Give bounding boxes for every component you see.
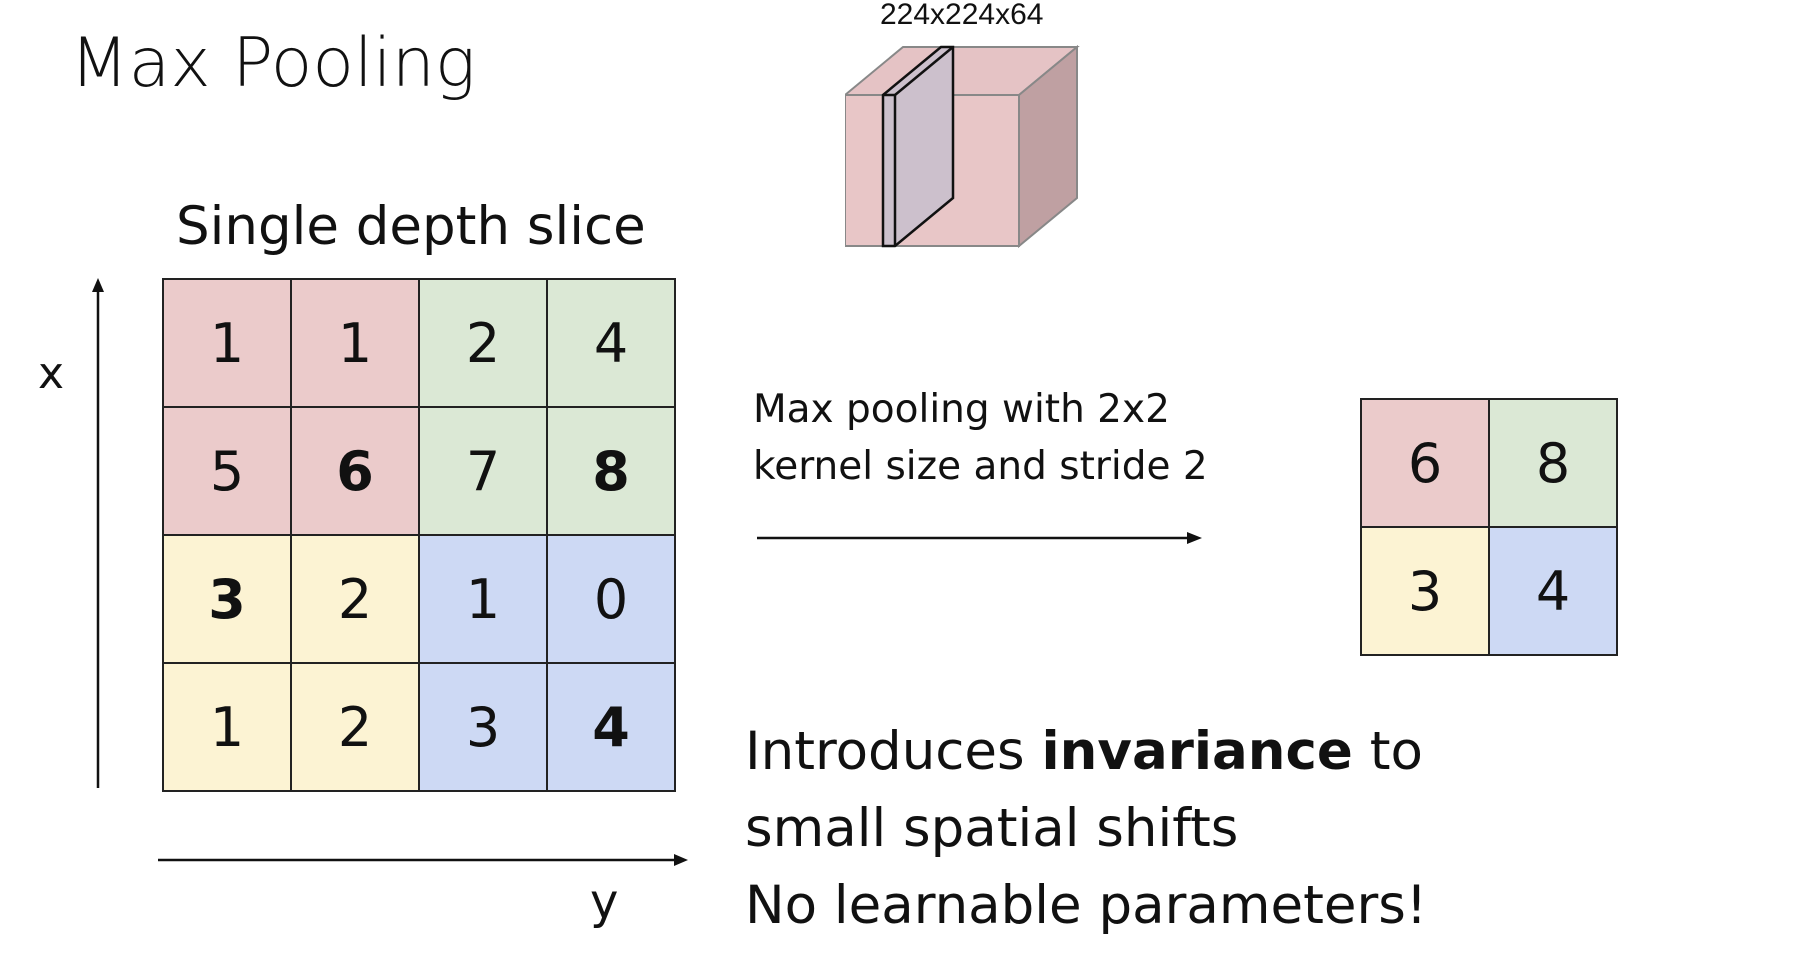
x-axis-arrow (92, 278, 104, 788)
depth-slice (881, 45, 955, 248)
input-grid-cell: 3 (418, 662, 548, 792)
output-grid-cell: 3 (1360, 526, 1490, 656)
operation-line-1: Max pooling with 2x2 (753, 387, 1170, 432)
input-grid-cell: 1 (290, 278, 420, 408)
volume-dimension-label: 224x224x64 (880, 0, 1044, 31)
note-line-3: No learnable parameters! (745, 874, 1428, 936)
input-grid-cell: 4 (546, 662, 676, 792)
output-grid-cell: 8 (1488, 398, 1618, 528)
input-grid-cell: 1 (162, 662, 292, 792)
x-axis-label: x (38, 348, 65, 399)
activation-volume-illustration (845, 44, 1080, 249)
input-grid-cell: 1 (162, 278, 292, 408)
input-grid-cell: 0 (546, 534, 676, 664)
input-grid-cell: 2 (290, 534, 420, 664)
output-grid-cell: 4 (1488, 526, 1618, 656)
note-line-2: small spatial shifts (745, 797, 1239, 859)
operation-arrow (757, 532, 1202, 544)
input-grid-cell: 1 (418, 534, 548, 664)
emphasis-invariance: invariance (1041, 721, 1353, 782)
y-axis-arrow (158, 854, 688, 866)
input-grid-cell: 3 (162, 534, 292, 664)
input-grid-cell: 5 (162, 406, 292, 536)
input-grid-cell: 2 (418, 278, 548, 408)
operation-line-2: kernel size and stride 2 (753, 443, 1208, 489)
notes: Introduces invariance to small spatial s… (745, 714, 1427, 945)
note-line-1: Introduces invariance to (745, 721, 1423, 782)
slide-title: Max Pooling (70, 24, 476, 103)
input-grid-cell: 6 (290, 406, 420, 536)
output-grid-cell: 6 (1360, 398, 1490, 528)
slice-title: Single depth slice (176, 196, 646, 257)
operation-description: Max pooling with 2x2 kernel size and str… (753, 382, 1208, 495)
input-grid-cell: 2 (290, 662, 420, 792)
input-grid-cell: 7 (418, 406, 548, 536)
input-grid-cell: 4 (546, 278, 676, 408)
y-axis-label: y (590, 874, 619, 930)
input-grid-cell: 8 (546, 406, 676, 536)
